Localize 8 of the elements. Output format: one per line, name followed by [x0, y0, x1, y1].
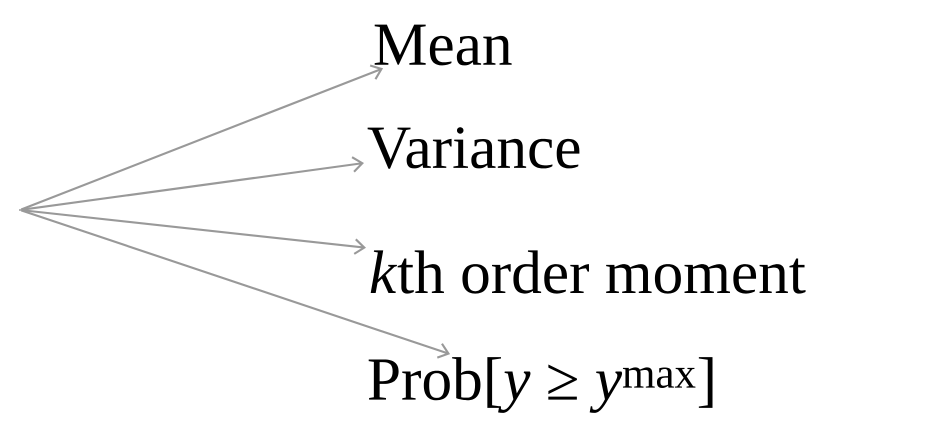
- term-label: Prob[y ≥ y$^{max}$]: [368, 357, 712, 413]
- term-label: Mean: [374, 24, 512, 66]
- term-label: Variance: [368, 127, 580, 169]
- arrow: [21, 209, 366, 255]
- term-label: $\mbox{\textit{k}th order moment}$: [370, 250, 806, 294]
- arrow: [21, 156, 364, 211]
- arrow: [20, 64, 384, 211]
- arrow: [20, 209, 450, 359]
